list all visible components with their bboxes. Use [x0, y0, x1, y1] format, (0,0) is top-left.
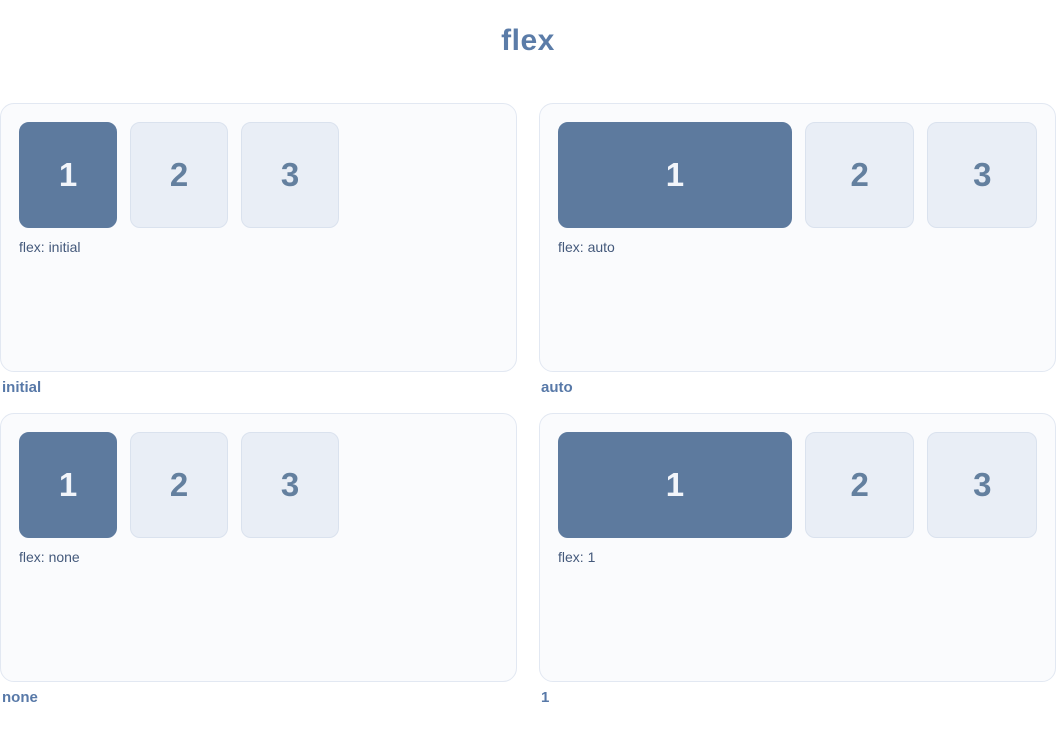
flex-items-row: 1 2 3: [19, 122, 498, 229]
flex-item-2: 2: [130, 432, 228, 539]
demo-cell-1: 1 2 3 flex: 1 1: [539, 413, 1056, 723]
demo-cell-auto: 1 2 3 flex: auto auto: [539, 103, 1056, 413]
flex-item-1: 1: [558, 122, 792, 229]
panel-caption-1: 1: [541, 689, 550, 707]
demo-cell-initial: 1 2 3 flex: initial initial: [0, 103, 517, 413]
flex-property-label: flex: none: [19, 549, 80, 566]
flex-property-label: flex: auto: [558, 239, 615, 256]
flex-item-2: 2: [130, 122, 228, 229]
flex-item-1: 1: [19, 432, 117, 539]
flex-items-row: 1 2 3: [558, 432, 1037, 539]
flex-item-1: 1: [558, 432, 792, 539]
page-title: flex: [501, 24, 555, 58]
flex-container-panel-1: 1 2 3 flex: 1: [539, 413, 1056, 683]
flex-property-label: flex: initial: [19, 239, 81, 256]
flex-item-1: 1: [19, 122, 117, 229]
panel-caption-initial: initial: [2, 379, 42, 397]
flex-container-panel-auto: 1 2 3 flex: auto: [539, 103, 1056, 373]
flex-items-row: 1 2 3: [558, 122, 1037, 229]
flex-item-2: 2: [804, 432, 915, 539]
flex-item-3: 3: [241, 122, 339, 229]
flex-property-label: flex: 1: [558, 549, 596, 566]
flex-item-3: 3: [241, 432, 339, 539]
flex-item-3: 3: [927, 432, 1037, 539]
demo-cell-none: 1 2 3 flex: none none: [0, 413, 517, 723]
panel-caption-auto: auto: [541, 379, 573, 397]
flex-item-3: 3: [927, 122, 1037, 229]
flex-container-panel-none: 1 2 3 flex: none: [0, 413, 517, 683]
flex-item-2: 2: [804, 122, 915, 229]
demo-grid: 1 2 3 flex: initial initial 1 2 3 flex: …: [0, 103, 1056, 723]
flex-items-row: 1 2 3: [19, 432, 498, 539]
panel-caption-none: none: [2, 689, 38, 707]
flex-container-panel-initial: 1 2 3 flex: initial: [0, 103, 517, 373]
